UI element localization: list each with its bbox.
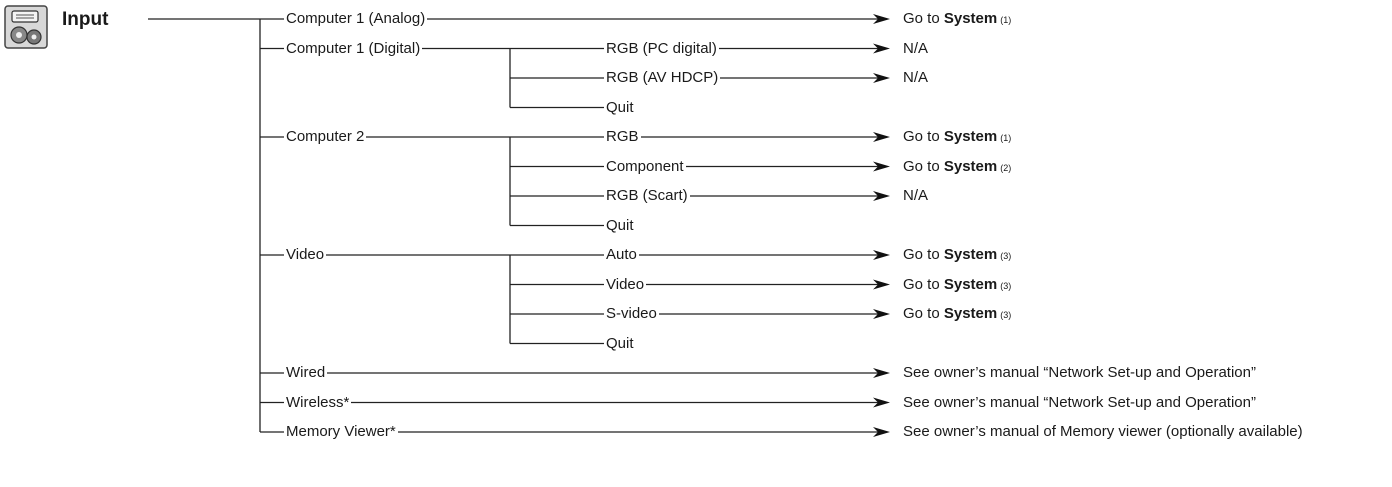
arrow-head: [873, 397, 890, 408]
submenu-item-label: RGB (PC digital): [604, 39, 719, 58]
menu-title: Input: [62, 9, 109, 30]
result-text: See owner’s manual of Memory viewer (opt…: [903, 423, 1303, 441]
result-number: (3): [1000, 280, 1012, 291]
arrow-head: [873, 14, 890, 24]
result-number: (3): [1000, 310, 1012, 320]
menu-item-label: Computer 2: [284, 128, 367, 146]
result-text: Go to System(3): [903, 276, 1011, 295]
arrow-head: [873, 427, 890, 437]
result-text: Go to System(1): [903, 10, 1011, 29]
result-text: N/A: [903, 187, 928, 205]
arrow-head: [873, 161, 890, 172]
submenu-item-label: S-video: [604, 305, 659, 323]
result-text: Go to System(1): [903, 128, 1011, 147]
result-target: System: [943, 246, 998, 263]
menu-item-label: Wireless*: [284, 393, 352, 412]
result-text: See owner’s manual “Network Set-up and O…: [903, 364, 1256, 382]
arrow-head: [873, 43, 890, 54]
result-prefix: Go to: [903, 305, 944, 322]
result-number: (2): [1000, 162, 1012, 173]
submenu-item-label: RGB (AV HDCP): [604, 69, 721, 87]
result-prefix: Go to: [903, 128, 944, 145]
result-label: N/A: [903, 69, 929, 86]
result-target: System: [943, 157, 998, 175]
arrow-head: [873, 368, 890, 378]
result-number: (1): [1000, 133, 1012, 143]
result-label: See owner’s manual of Memory viewer (opt…: [903, 423, 1303, 440]
result-target: System: [943, 305, 998, 322]
menu-item-label: Memory Viewer*: [284, 423, 398, 441]
submenu-item-label: Quit: [604, 216, 636, 235]
result-prefix: Go to: [903, 246, 944, 263]
result-text: Go to System(3): [903, 246, 1011, 265]
result-label: N/A: [903, 187, 929, 204]
menu-item-label: Computer 1 (Digital): [284, 39, 423, 58]
arrow-head: [873, 279, 890, 290]
result-text: N/A: [903, 69, 928, 87]
result-label: See owner’s manual “Network Set-up and O…: [903, 364, 1256, 381]
input-connector-icon: [4, 5, 48, 49]
result-target: System: [943, 10, 998, 27]
arrow-head: [873, 191, 890, 201]
submenu-item-label: Quit: [604, 98, 636, 117]
submenu-item-label: Video: [604, 275, 647, 294]
submenu-item-label: Auto: [604, 246, 639, 264]
menu-item-label: Computer 1 (Analog): [284, 10, 428, 28]
result-target: System: [943, 128, 998, 145]
arrow-head: [873, 309, 890, 319]
arrow-head: [873, 250, 890, 260]
submenu-item-label: Quit: [604, 334, 636, 353]
result-text: N/A: [903, 40, 928, 58]
menu-item-label: Wired: [284, 364, 328, 382]
submenu-item-label: RGB: [604, 128, 641, 146]
result-label: N/A: [903, 39, 929, 57]
result-number: (1): [1000, 15, 1012, 25]
arrow-head: [873, 132, 890, 142]
result-prefix: Go to: [903, 275, 944, 293]
result-label: See owner’s manual “Network Set-up and O…: [903, 393, 1256, 411]
arrow-head: [873, 73, 890, 83]
result-prefix: Go to: [903, 157, 944, 175]
result-text: See owner’s manual “Network Set-up and O…: [903, 394, 1256, 412]
result-text: Go to System(2): [903, 158, 1011, 177]
result-text: Go to System(3): [903, 305, 1011, 324]
submenu-item-label: RGB (Scart): [604, 187, 690, 205]
submenu-item-label: Component: [604, 157, 686, 176]
result-prefix: Go to: [903, 10, 944, 27]
result-number: (3): [1000, 251, 1012, 261]
menu-item-label: Video: [284, 246, 327, 264]
result-target: System: [943, 275, 998, 293]
